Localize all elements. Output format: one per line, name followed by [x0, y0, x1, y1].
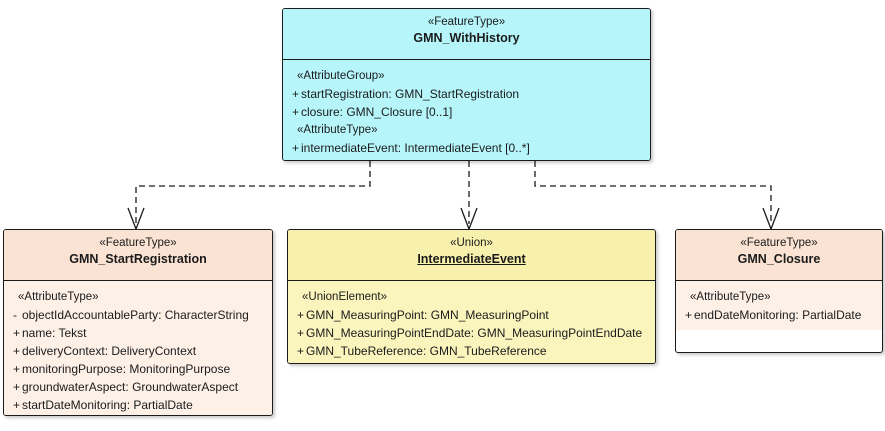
visibility-marker: +: [13, 326, 21, 340]
visibility-marker: +: [297, 308, 305, 322]
class-header-gmn-startregistration: «FeatureType» GMN_StartRegistration: [4, 230, 272, 281]
connector-withhistory-to-intermediateevent: [460, 161, 478, 231]
attribute-signature: GMN_MeasuringPointEndDate: GMN_Measuring…: [306, 326, 643, 340]
attribute-row[interactable]: + startRegistration: GMN_StartRegistrati…: [283, 85, 650, 103]
attribute-row[interactable]: + GMN_MeasuringPointEndDate: GMN_Measuri…: [288, 324, 655, 342]
visibility-marker: +: [292, 87, 300, 101]
attribute-group-stereotype: «AttributeType»: [297, 124, 378, 136]
attribute-row[interactable]: + GMN_TubeReference: GMN_TubeReference: [288, 342, 655, 360]
attribute-row[interactable]: + startDateMonitoring: PartialDate: [4, 396, 272, 414]
class-title: GMN_StartRegistration: [69, 252, 207, 266]
visibility-marker: +: [292, 105, 300, 119]
class-body-gmn-closure: «AttributeType» + endDateMonitoring: Par…: [676, 281, 882, 330]
class-header-gmn-closure: «FeatureType» GMN_Closure: [676, 230, 882, 281]
connector-withhistory-to-closure: [534, 161, 780, 231]
attribute-signature: startRegistration: GMN_StartRegistration: [301, 87, 520, 101]
attribute-signature: endDateMonitoring: PartialDate: [694, 308, 862, 322]
visibility-marker: +: [13, 380, 21, 394]
attribute-signature: intermediateEvent: IntermediateEvent [0.…: [301, 141, 530, 155]
visibility-marker: +: [297, 344, 305, 358]
visibility-marker: +: [13, 398, 21, 412]
class-title: GMN_Closure: [737, 252, 821, 266]
class-stereotype: «Union»: [450, 237, 493, 249]
attribute-signature: closure: GMN_Closure [0..1]: [301, 105, 453, 119]
attribute-row[interactable]: + endDateMonitoring: PartialDate: [676, 306, 882, 324]
attribute-row[interactable]: + monitoringPurpose: MonitoringPurpose: [4, 360, 272, 378]
attribute-group-stereotype: «AttributeType»: [690, 291, 771, 303]
attribute-row[interactable]: + GMN_MeasuringPoint: GMN_MeasuringPoint: [288, 306, 655, 324]
attribute-group-stereotype: «AttributeGroup»: [297, 70, 385, 82]
attribute-group-stereotype: «UnionElement»: [302, 291, 388, 303]
visibility-marker: +: [685, 308, 693, 322]
attribute-signature: GMN_TubeReference: GMN_TubeReference: [306, 344, 547, 358]
uml-class-gmn-startregistration[interactable]: «FeatureType» GMN_StartRegistration «Att…: [3, 229, 273, 416]
uml-class-gmn-withhistory[interactable]: «FeatureType» GMN_WithHistory «Attribute…: [282, 8, 651, 161]
attribute-signature: GMN_MeasuringPoint: GMN_MeasuringPoint: [306, 308, 549, 322]
class-body-intermediateevent: «UnionElement» + GMN_MeasuringPoint: GMN…: [288, 281, 655, 363]
attribute-signature: objectIdAccountableParty: CharacterStrin…: [22, 308, 249, 322]
attribute-row[interactable]: + intermediateEvent: IntermediateEvent […: [283, 139, 650, 157]
visibility-marker: +: [297, 326, 305, 340]
visibility-marker: +: [292, 141, 300, 155]
visibility-marker: +: [13, 344, 21, 358]
attribute-signature: name: Tekst: [22, 326, 87, 340]
attribute-row[interactable]: + deliveryContext: DeliveryContext: [4, 342, 272, 360]
class-body-gmn-startregistration: «AttributeType» - objectIdAccountablePar…: [4, 281, 272, 415]
attribute-row[interactable]: + name: Tekst: [4, 324, 272, 342]
class-title: GMN_WithHistory: [413, 31, 520, 45]
uml-class-gmn-closure[interactable]: «FeatureType» GMN_Closure «AttributeType…: [675, 229, 883, 353]
uml-class-intermediateevent[interactable]: «Union» IntermediateEvent «UnionElement»…: [287, 229, 656, 364]
attribute-group-stereotype: «AttributeType»: [18, 291, 99, 303]
attribute-signature: groundwaterAspect: GroundwaterAspect: [22, 380, 239, 394]
class-stereotype: «FeatureType»: [99, 237, 177, 249]
attribute-signature: monitoringPurpose: MonitoringPurpose: [22, 362, 231, 376]
class-title: IntermediateEvent: [417, 252, 526, 266]
attribute-signature: deliveryContext: DeliveryContext: [22, 344, 197, 358]
visibility-marker: +: [13, 362, 21, 376]
attribute-signature: startDateMonitoring: PartialDate: [22, 398, 193, 412]
attribute-row[interactable]: - objectIdAccountableParty: CharacterStr…: [4, 306, 272, 324]
class-header-gmn-withhistory: «FeatureType» GMN_WithHistory: [283, 9, 650, 60]
connector-withhistory-to-startregistration: [127, 161, 371, 231]
attribute-row[interactable]: + groundwaterAspect: GroundwaterAspect: [4, 378, 272, 396]
class-stereotype: «FeatureType»: [427, 16, 506, 28]
class-header-intermediateevent: «Union» IntermediateEvent: [288, 230, 655, 281]
visibility-marker: -: [13, 308, 17, 322]
class-stereotype: «FeatureType»: [740, 237, 818, 249]
attribute-row[interactable]: + closure: GMN_Closure [0..1]: [283, 103, 650, 121]
class-body-gmn-withhistory: «AttributeGroup» + startRegistration: GM…: [283, 60, 650, 160]
